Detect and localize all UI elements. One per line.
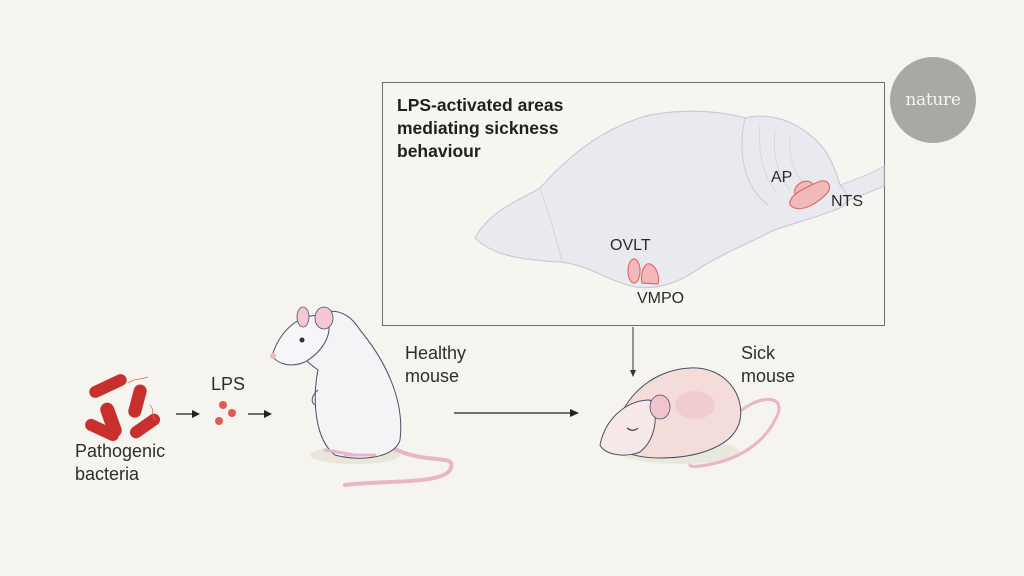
inset-arrow-head [630,370,636,377]
inset-title-line-3: behaviour [397,141,481,161]
cerebellum-line [741,117,769,206]
brain-illustration [474,110,885,289]
sick-label-line-2: mouse [741,366,796,386]
lps-icon [215,401,236,425]
ovlt-region [627,258,641,284]
nts-label: NTS [831,193,863,210]
nature-logo: nature [890,57,976,143]
ovlt-label: OVLT [610,237,651,254]
healthy-mouse-label: Healthy mouse [405,342,466,388]
brain-shape [474,110,848,289]
inset-title: LPS-activated areas mediating sickness b… [397,94,563,163]
healthy-label-line-2: mouse [405,366,460,386]
vmpo-region [640,263,660,285]
nts-region [789,180,831,210]
vmpo-label: VMPO [637,290,685,307]
sick-mouse-illustration [599,367,781,468]
nature-logo-text: nature [905,90,961,110]
inset-title-line-1: LPS-activated areas [397,95,564,115]
bacteria-label-line-2: bacteria [75,464,140,484]
sick-label-line-1: Sick [741,343,776,363]
inset-title-line-2: mediating sickness [397,118,559,138]
healthy-mouse-illustration [270,306,454,487]
healthy-label-line-1: Healthy [405,343,467,363]
main-arrow-head [570,409,579,417]
sick-mouse-label: Sick mouse [741,342,795,388]
lps-label: LPS [211,374,246,394]
arrow-2-head [264,410,272,418]
ap-label: AP [771,169,793,186]
bacteria-icon [85,374,161,442]
bacteria-label-line-1: Pathogenic [75,441,166,461]
arrow-1-head [192,410,200,418]
cortex-line [539,187,563,263]
bacteria-label: Pathogenic bacteria [75,440,165,486]
